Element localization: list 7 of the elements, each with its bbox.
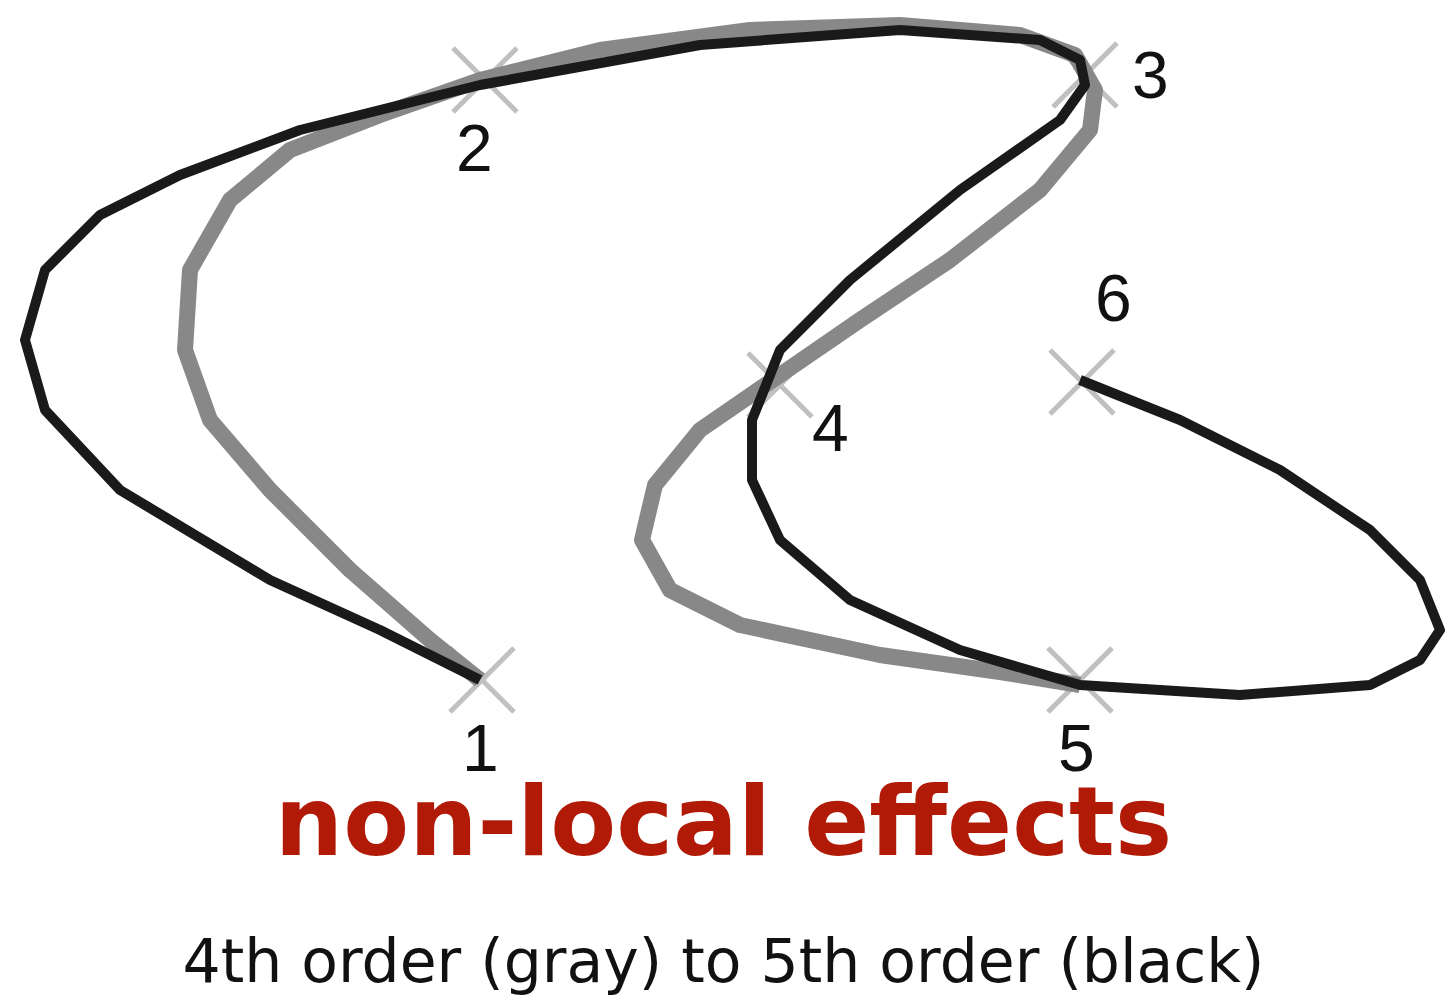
point-label: 4 <box>812 395 849 461</box>
point-label: 6 <box>1095 265 1132 331</box>
point-label: 3 <box>1132 42 1169 108</box>
point-label: 5 <box>1058 715 1095 781</box>
point-label: 2 <box>456 115 493 181</box>
point-label: 1 <box>462 715 499 781</box>
caption: 4th order (gray) to 5th order (black) <box>182 925 1265 997</box>
